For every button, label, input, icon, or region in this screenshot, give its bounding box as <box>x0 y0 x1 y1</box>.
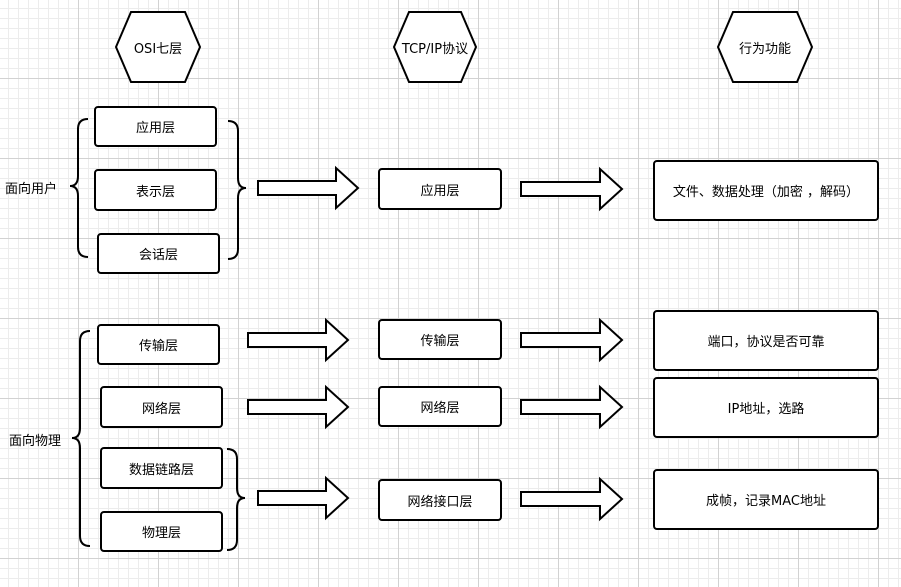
arrow-network-to-function <box>520 384 624 430</box>
tcpip-layer-network: 网络层 <box>378 386 502 427</box>
osi-layer-datalink: 数据链路层 <box>100 447 223 489</box>
osi-layer-application: 应用层 <box>94 106 217 147</box>
arrow-application-to-tcpip <box>257 165 360 211</box>
group-label-physical: 面向物理 <box>9 434 62 449</box>
header-function-label: 行为功能 <box>738 41 791 57</box>
tcpip-layer-application: 应用层 <box>378 168 502 210</box>
function-application: 文件、数据处理（加密 ，解码） <box>653 160 879 221</box>
arrow-application-to-function <box>520 166 624 212</box>
arrow-network-to-tcpip <box>247 384 350 430</box>
brace-right-physical <box>226 448 246 551</box>
group-label-user: 面向用户 <box>5 182 58 197</box>
arrow-transport-to-tcpip <box>247 317 350 363</box>
header-hexagon-function <box>716 11 814 83</box>
function-transport: 端口，协议是否可靠 <box>653 310 879 371</box>
brace-right-user <box>227 120 247 260</box>
brace-left-user <box>69 118 89 258</box>
header-hexagon-osi <box>114 11 202 83</box>
header-hexagon-tcpip <box>392 11 478 83</box>
function-network: IP地址，选路 <box>653 377 879 438</box>
osi-layer-transport: 传输层 <box>97 324 220 365</box>
header-osi-label: OSI七层 <box>133 41 183 57</box>
osi-layer-presentation: 表示层 <box>94 169 217 211</box>
osi-layer-network: 网络层 <box>100 386 223 428</box>
tcpip-layer-transport: 传输层 <box>378 319 502 360</box>
header-tcpip-label: TCP/IP协议 <box>401 41 469 57</box>
arrow-interface-to-function <box>520 476 624 522</box>
osi-layer-session: 会话层 <box>97 233 220 274</box>
function-interface: 成帧，记录MAC地址 <box>653 469 879 530</box>
tcpip-layer-interface: 网络接口层 <box>378 479 502 521</box>
osi-layer-physical: 物理层 <box>100 511 223 552</box>
brace-left-physical <box>71 330 91 547</box>
arrow-link-to-tcpip <box>257 475 350 521</box>
arrow-transport-to-function <box>520 317 624 363</box>
